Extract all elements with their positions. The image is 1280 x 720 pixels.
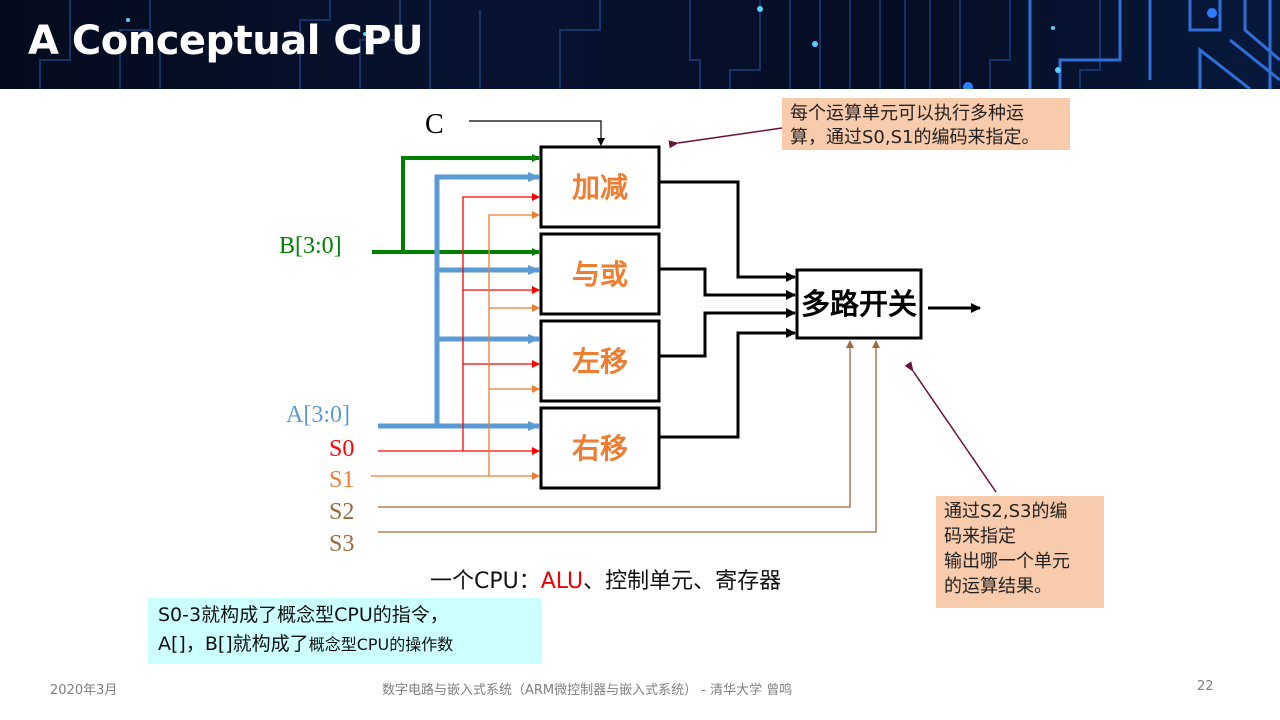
- cpu-summary-alu: ALU: [540, 569, 584, 594]
- a-bus-wires: [378, 172, 540, 431]
- alu-note-line: 算，通过S0,S1的编码来指定。: [790, 127, 1040, 148]
- mux-note-line: 通过S2,S3的编: [944, 501, 1068, 522]
- mux-note-line: 码来指定: [944, 526, 1016, 547]
- carry-label: C: [425, 109, 444, 140]
- instruction-note: S0-3就构成了概念型CPU的指令， A[]，B[]就构成了概念型CPU的操作数: [148, 598, 542, 664]
- alu-unit-label: 加减: [572, 171, 628, 204]
- s0-label: S0: [329, 436, 354, 462]
- alu-unit-shift-right: 右移: [539, 406, 661, 490]
- carry-wire: [469, 120, 605, 146]
- s0-wires: [378, 193, 540, 455]
- alu-note: 每个运算单元可以执行多种运 算，通过S0,S1的编码来指定。: [782, 98, 1070, 150]
- cpu-summary-suffix: 、控制单元、寄存器: [583, 569, 782, 594]
- slide-title: A Conceptual CPU: [28, 18, 424, 64]
- footer-course: 数字电路与嵌入式系统（ARM微控制器与嵌入式系统） - 清华大学 曾鸣: [382, 683, 793, 698]
- mux-label: 多路开关: [801, 287, 917, 321]
- footer-date: 2020年3月: [50, 683, 118, 698]
- instruction-note-small: 概念型CPU的操作数: [308, 635, 454, 654]
- s1-wires: [371, 211, 540, 480]
- instruction-note-line: A[]，B[]就构成了概念型CPU的操作数: [158, 630, 532, 659]
- alu-unit-label: 与或: [572, 258, 628, 291]
- alu-unit-label: 右移: [572, 432, 628, 465]
- mux-note-line: 输出哪一个单元: [944, 551, 1070, 572]
- s2-s3-wires: [378, 340, 880, 533]
- cpu-summary-prefix: 一个CPU：: [430, 569, 541, 594]
- instruction-note-main: A[]，B[]就构成了: [158, 633, 309, 655]
- cpu-summary: 一个CPU：ALU、控制单元、寄存器: [430, 563, 781, 595]
- instruction-note-line: S0-3就构成了概念型CPU的指令，: [158, 604, 449, 626]
- a-bus-label: A[3:0]: [286, 402, 350, 428]
- header-banner: A Conceptual CPU: [0, 0, 1280, 89]
- mux-note-line: 的运算结果。: [944, 576, 1052, 597]
- s1-label: S1: [329, 467, 354, 493]
- alu-note-line: 每个运算单元可以执行多种运: [790, 103, 1024, 124]
- s2-label: S2: [329, 499, 354, 525]
- alu-unit-and-or: 与或: [539, 232, 661, 316]
- mux-note: 通过S2,S3的编 码来指定 输出哪一个单元 的运算结果。: [936, 496, 1104, 608]
- alu-unit-shift-left: 左移: [539, 319, 661, 403]
- circuit-background-decoration: [39, 0, 1280, 89]
- b-bus-wires: [372, 154, 540, 256]
- s3-label: S3: [329, 531, 354, 557]
- b-bus-label: B[3:0]: [279, 233, 342, 259]
- mux-note-pointer-arrow: [904, 361, 997, 493]
- alu-unit-label: 左移: [572, 345, 628, 378]
- page-number: 22: [1197, 679, 1214, 694]
- alu-output-wires: [659, 180, 796, 439]
- multiplexer: 多路开关: [795, 268, 923, 340]
- alu-note-pointer-arrow: [668, 127, 783, 149]
- alu-unit-add-sub: 加减: [539, 145, 661, 229]
